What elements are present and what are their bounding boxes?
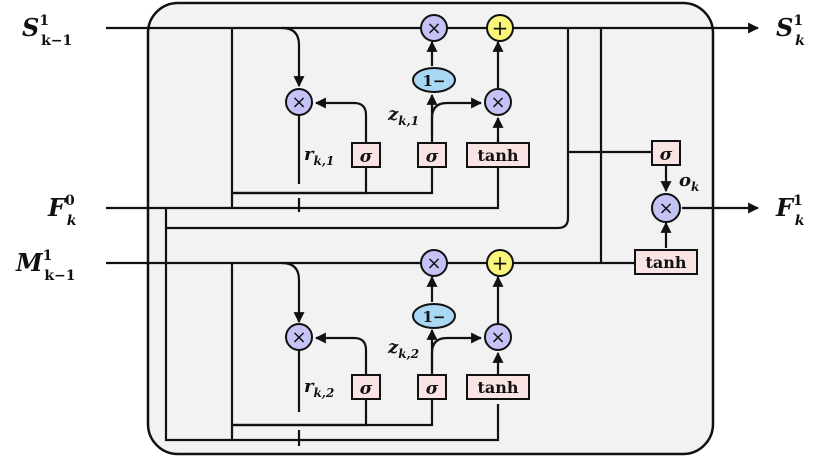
one-minus-node-bottom: 1− — [412, 303, 456, 329]
svg-text:tanh: tanh — [477, 378, 518, 397]
multiply-node-bottom-reset: × — [285, 323, 313, 351]
one-minus-node-top: 1− — [412, 67, 456, 93]
tanh-gate-output: tanh — [634, 249, 698, 275]
svg-text:σ: σ — [360, 379, 373, 399]
svg-text:σ: σ — [660, 145, 673, 165]
tanh-gate-top: tanh — [466, 142, 530, 168]
sigma-gate-z1: σ — [417, 142, 447, 168]
sigma-gate-r1: σ — [351, 142, 381, 168]
label-r1: rk,1 — [304, 144, 334, 168]
svg-text:×: × — [658, 198, 673, 219]
svg-text:σ: σ — [360, 147, 373, 167]
add-node-bottom: + — [486, 249, 514, 277]
add-node-top: + — [486, 14, 514, 42]
multiply-node-bottom-update: × — [420, 249, 448, 277]
sigma-gate-r2: σ — [351, 374, 381, 400]
sigma-gate-z2: σ — [417, 374, 447, 400]
tanh-gate-bottom: tanh — [466, 374, 530, 400]
svg-text:×: × — [291, 327, 306, 348]
svg-text:×: × — [291, 92, 306, 113]
multiply-node-top-reset: × — [285, 88, 313, 116]
svg-text:σ: σ — [426, 147, 439, 167]
svg-text:×: × — [490, 327, 505, 348]
label-o: ok — [679, 170, 699, 194]
svg-text:1−: 1− — [422, 72, 445, 90]
multiply-node-bottom-candidate: × — [484, 323, 512, 351]
multiply-node-output: × — [651, 193, 681, 223]
svg-text:tanh: tanh — [645, 253, 686, 272]
svg-text:+: + — [492, 251, 509, 275]
svg-text:×: × — [426, 18, 441, 39]
svg-text:×: × — [490, 92, 505, 113]
svg-text:+: + — [492, 16, 509, 40]
label-r2: rk,2 — [304, 376, 334, 400]
sigma-gate-output: σ — [651, 140, 681, 166]
svg-text:σ: σ — [426, 379, 439, 399]
label-z1: zk,1 — [387, 104, 419, 128]
label-z2: zk,2 — [387, 337, 419, 361]
multiply-node-top-update: × — [420, 14, 448, 42]
svg-text:tanh: tanh — [477, 146, 518, 165]
multiply-node-top-candidate: × — [484, 88, 512, 116]
svg-text:×: × — [426, 253, 441, 274]
svg-text:1−: 1− — [422, 308, 445, 326]
